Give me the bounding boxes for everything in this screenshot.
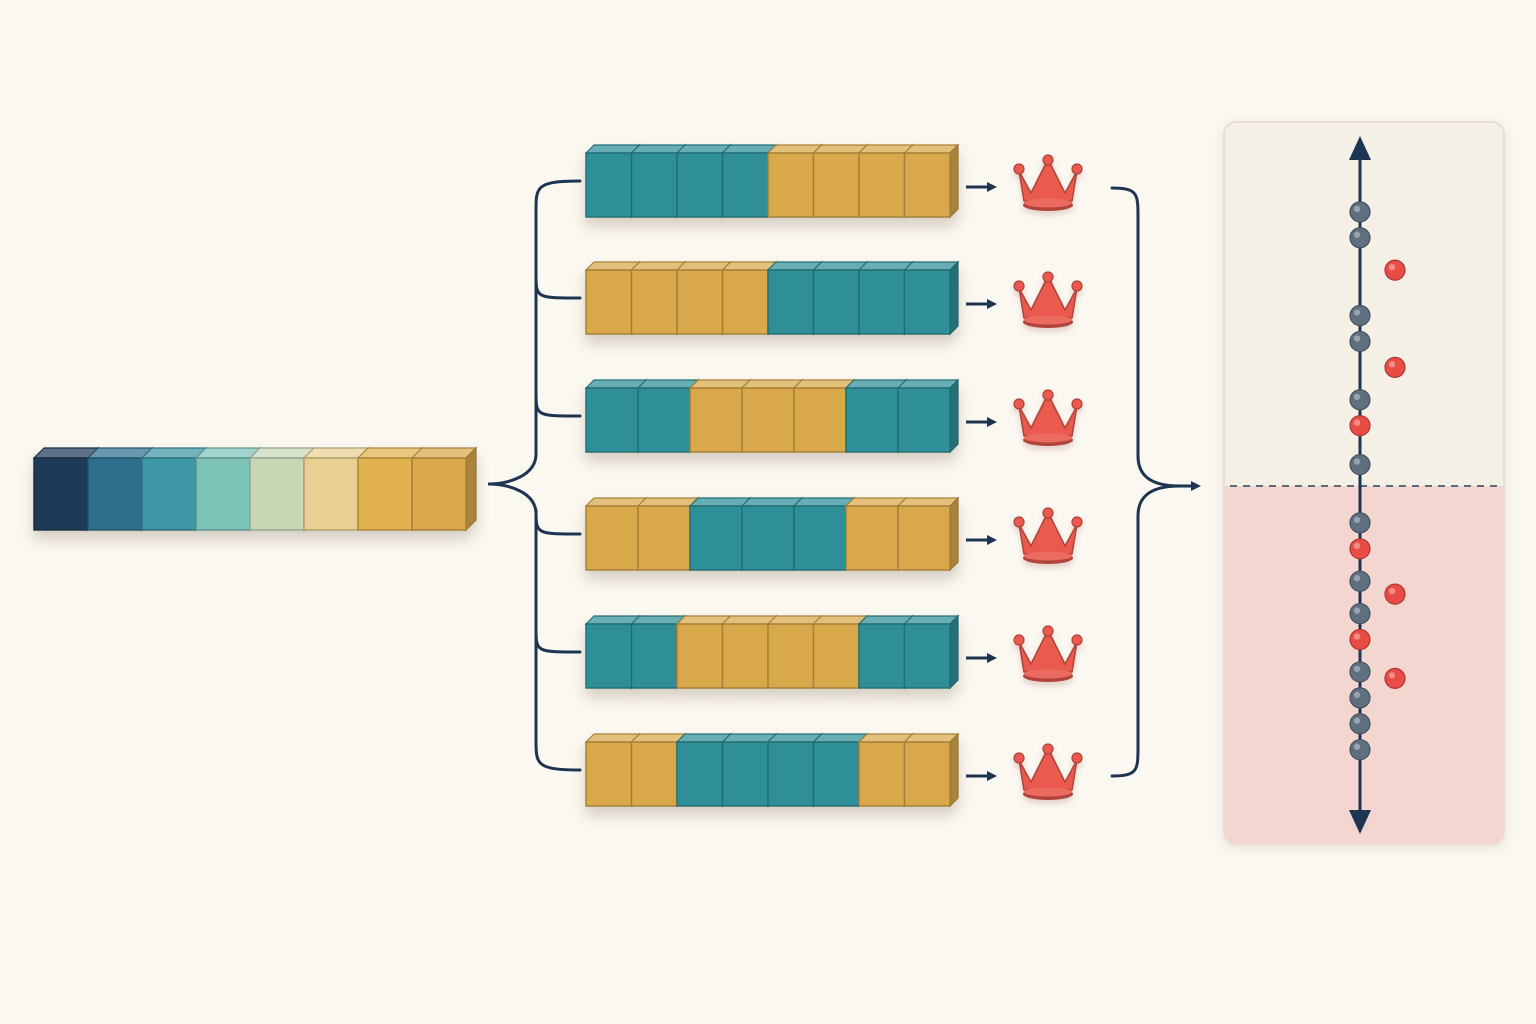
crown-icon [1013, 507, 1083, 564]
gray-point [1349, 661, 1371, 683]
teal-cube [896, 378, 960, 454]
gray-point [1349, 227, 1371, 249]
variant-list [534, 143, 1083, 808]
gold-cube [688, 378, 752, 454]
gold-cube [896, 496, 960, 572]
crown-icon [1013, 743, 1083, 800]
teal-cube [740, 496, 804, 572]
source-gradient-bar [32, 446, 478, 532]
brace-tick [534, 390, 582, 418]
crown-icon [1013, 625, 1083, 682]
teal-cube [903, 260, 960, 336]
red-point [1349, 538, 1371, 560]
gray-point [1349, 713, 1371, 735]
gray-point [1349, 201, 1371, 223]
teal-cube [844, 378, 908, 454]
red-point [1384, 583, 1406, 605]
teal-cube [903, 614, 960, 690]
variant-bar [584, 378, 960, 454]
crown-icon [1013, 271, 1083, 328]
gold-cube [584, 496, 648, 572]
ranking-panel [1223, 121, 1505, 845]
gold-cube [792, 378, 856, 454]
axis-arrow-up-icon [1349, 136, 1371, 160]
brace-tick [534, 508, 582, 536]
variant-row [584, 378, 1083, 454]
red-point [1349, 628, 1371, 651]
brace-tick [534, 272, 582, 300]
red-point [1349, 415, 1371, 437]
teal-cube [584, 378, 648, 454]
source-cube [410, 446, 478, 532]
variant-bar [584, 143, 960, 219]
gray-point [1349, 304, 1371, 327]
variant-row [584, 496, 1083, 572]
variant-bar [584, 496, 960, 572]
gold-cube [636, 496, 700, 572]
variant-row [584, 732, 1083, 808]
variant-row [584, 614, 1083, 690]
gray-point [1349, 739, 1371, 761]
variant-bar [584, 260, 960, 336]
gold-cube [844, 496, 908, 572]
variant-bar [584, 732, 960, 808]
crown-icon [1013, 154, 1083, 211]
gold-cube [740, 378, 804, 454]
gray-point [1349, 330, 1371, 353]
variant-row [584, 260, 1083, 336]
variant-bar [584, 614, 960, 690]
teal-cube [636, 378, 700, 454]
variant-row [584, 143, 1083, 219]
teal-cube [688, 496, 752, 572]
left-brace [487, 179, 582, 772]
right-brace [1110, 186, 1182, 778]
gray-point [1349, 602, 1371, 625]
gray-point [1349, 453, 1371, 476]
red-point [1384, 259, 1406, 281]
teal-cube [792, 496, 856, 572]
gray-point [1349, 389, 1371, 411]
brace-tick [534, 626, 582, 654]
gray-point [1349, 512, 1371, 534]
gold-cube [903, 732, 960, 808]
crown-icon [1013, 389, 1083, 446]
red-point [1384, 667, 1406, 690]
gray-point [1349, 570, 1371, 592]
red-point [1384, 356, 1406, 378]
gold-cube [903, 143, 960, 219]
axis-arrow-down-icon [1349, 810, 1371, 834]
gray-point [1349, 687, 1371, 709]
